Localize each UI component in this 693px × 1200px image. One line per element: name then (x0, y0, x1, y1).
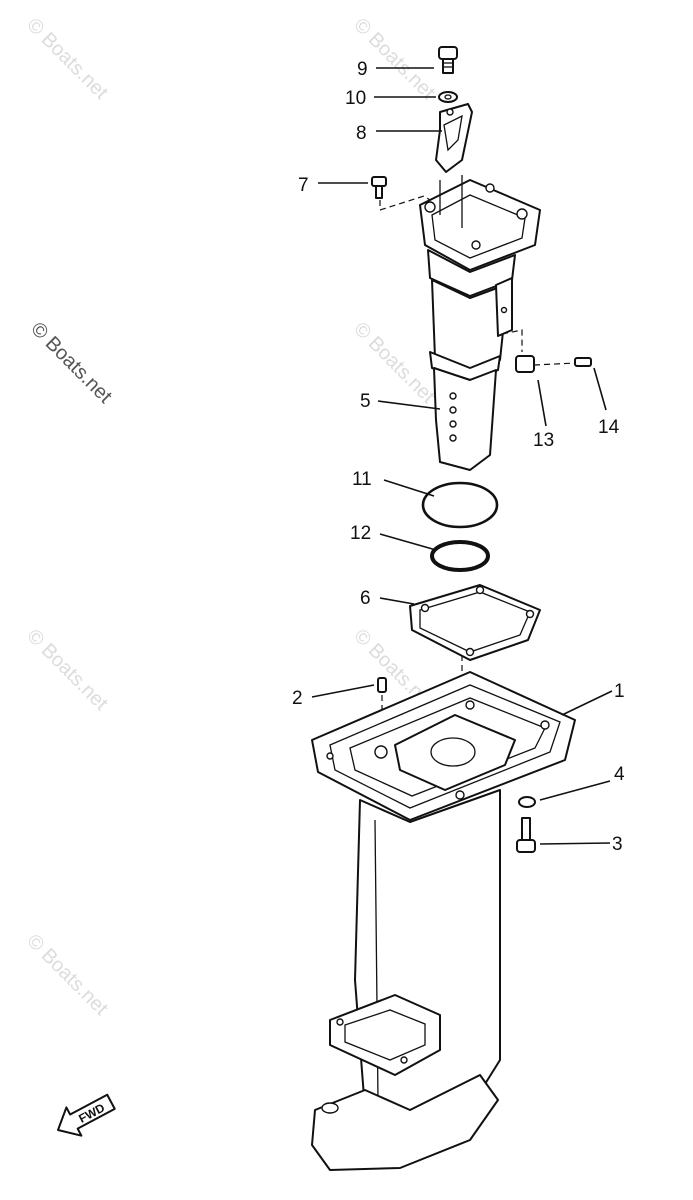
leader-5 (377, 400, 441, 410)
callout-13: 13 (533, 430, 554, 451)
callout-4: 4 (614, 764, 625, 785)
gasket-6 (409, 584, 541, 661)
bolt-9 (438, 46, 458, 74)
o-ring-11 (421, 481, 499, 529)
bracket-8 (435, 103, 473, 173)
exhaust-guide-5 (419, 175, 541, 471)
callout-3: 3 (612, 834, 623, 855)
callout-11: 11 (352, 469, 372, 490)
leader-12 (379, 533, 437, 551)
leader-13 (537, 379, 547, 427)
leader-14 (593, 367, 607, 411)
leader-2 (311, 684, 375, 698)
leader-1 (561, 690, 613, 716)
callout-5: 5 (360, 391, 371, 412)
bolt-3 (516, 817, 536, 853)
screw-14 (533, 357, 592, 367)
callout-10: 10 (345, 88, 366, 109)
collar-13 (515, 355, 535, 373)
washer-10 (438, 91, 458, 103)
callout-14: 14 (598, 417, 620, 438)
screw-7 (371, 176, 387, 199)
leader-11 (383, 479, 435, 497)
fwd-arrow-icon: FWD (57, 1093, 116, 1137)
callout-1: 1 (614, 681, 625, 702)
callout-9: 9 (357, 59, 368, 80)
callout-8: 8 (356, 123, 367, 144)
leader-6 (379, 597, 415, 605)
leader-3 (539, 842, 611, 845)
washer-4 (518, 796, 536, 808)
upper-casing-1 (311, 671, 576, 1171)
callout-2: 2 (292, 688, 303, 709)
callout-7: 7 (298, 175, 309, 196)
seal-12 (430, 540, 490, 572)
leader-4 (539, 780, 611, 801)
callout-12: 12 (350, 523, 371, 544)
callout-6: 6 (360, 588, 371, 609)
dowel-pin-2 (377, 677, 387, 693)
